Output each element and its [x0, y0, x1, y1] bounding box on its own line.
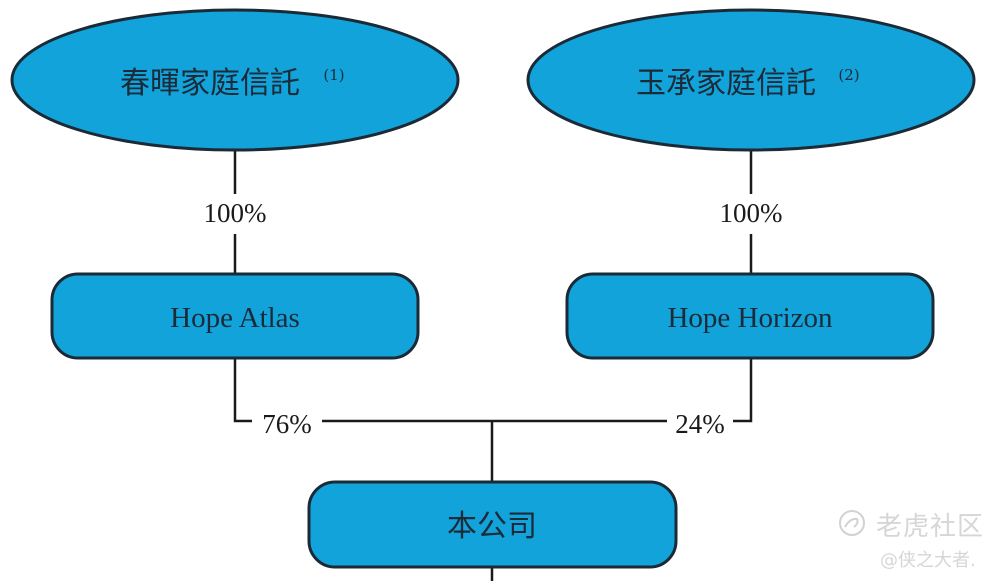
tiger-community-logo-icon [839, 510, 865, 536]
edge-label-holding1-company: 76% [262, 409, 312, 439]
node-trust-2: 玉承家庭信託 (2) [526, 8, 976, 152]
trust-2-label: 玉承家庭信託 [636, 66, 816, 101]
edge-label-holding2-company: 24% [675, 409, 725, 439]
node-trust-1: 春暉家庭信託 (1) [10, 8, 460, 152]
edge-label-trust2-holding2: 100% [720, 198, 783, 228]
edge-holding1-bracket [233, 358, 252, 423]
holding-1-label: Hope Atlas [170, 302, 300, 334]
node-holding-2: Hope Horizon [565, 272, 935, 360]
watermark-brand: 老虎社区 [876, 512, 985, 542]
trust-1-label: 春暉家庭信託 [120, 66, 300, 101]
trust-2-note: (2) [838, 66, 859, 84]
node-company: 本公司 [307, 480, 678, 569]
trust-1-note: (1) [323, 66, 344, 84]
holding-2-label: Hope Horizon [667, 302, 833, 334]
edge-label-trust1-holding1: 100% [204, 198, 267, 228]
watermark-author: @侠之大者. [880, 550, 976, 571]
node-holding-1: Hope Atlas [50, 272, 420, 360]
edge-holding2-bracket [733, 358, 753, 423]
company-label: 本公司 [447, 509, 537, 544]
